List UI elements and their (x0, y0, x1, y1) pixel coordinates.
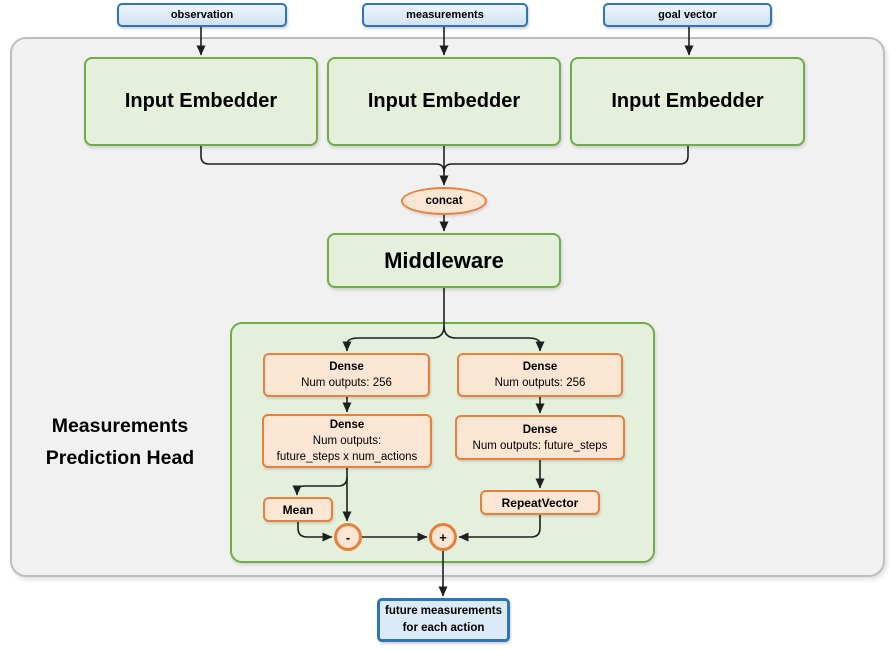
input-embedder-2-label: Input Embedder (367, 90, 521, 112)
dense-right-2-subtitle: Num outputs: future_steps (472, 439, 608, 452)
dense-right-2: Dense Num outputs: future_steps (455, 415, 625, 460)
input-box-measurements: measurements (362, 3, 528, 27)
minus-icon: - (345, 529, 351, 545)
dense-right-1-subtitle: Num outputs: 256 (494, 377, 586, 389)
dense-left-2: Dense Num outputs: future_steps x num_ac… (262, 414, 432, 468)
middleware-label: Middleware (384, 247, 504, 273)
concat-node: concat (401, 187, 487, 215)
input-embedder-3: Input Embedder (570, 57, 805, 146)
output-box: future measurements for each action (377, 598, 510, 642)
input-box-goal-vector: goal vector (603, 3, 772, 27)
dense-right-2-title: Dense (522, 423, 558, 436)
input-embedder-3-label: Input Embedder (611, 90, 764, 112)
input-embedder-1-label: Input Embedder (124, 90, 278, 112)
minus-op-node: - (334, 523, 362, 551)
dense-right-1: Dense Num outputs: 256 (457, 353, 623, 397)
middleware-box: Middleware (327, 233, 561, 288)
dense-left-1-title: Dense (329, 361, 364, 373)
dense-right-1-title: Dense (522, 361, 558, 373)
output-label-line1: future measurements (385, 605, 502, 617)
plus-icon: + (439, 529, 447, 545)
input-embedder-1: Input Embedder (84, 57, 318, 146)
dense-left-2-subtitle-line2: future_steps x num_actions (276, 451, 418, 463)
input-embedder-2: Input Embedder (327, 57, 561, 146)
input-label-observation: observation (170, 9, 234, 21)
mean-box: Mean (263, 497, 333, 522)
mean-label: Mean (282, 502, 314, 517)
input-label-goal-vector: goal vector (658, 9, 717, 21)
repeat-vector-label: RepeatVector (501, 495, 579, 510)
output-label-line2: for each action (402, 622, 485, 634)
concat-label: concat (425, 195, 463, 207)
dense-left-1-subtitle: Num outputs: 256 (301, 377, 392, 389)
prediction-head-title: Measurements Prediction Head (45, 415, 195, 469)
input-box-observation: observation (117, 3, 287, 27)
dense-left-2-title: Dense (329, 419, 365, 431)
plus-op-node: + (429, 523, 457, 551)
dense-left-1: Dense Num outputs: 256 (263, 353, 430, 397)
input-label-measurements: measurements (406, 9, 484, 21)
repeat-vector-box: RepeatVector (480, 490, 600, 515)
dense-left-2-subtitle-line1: Num outputs: (312, 435, 382, 447)
